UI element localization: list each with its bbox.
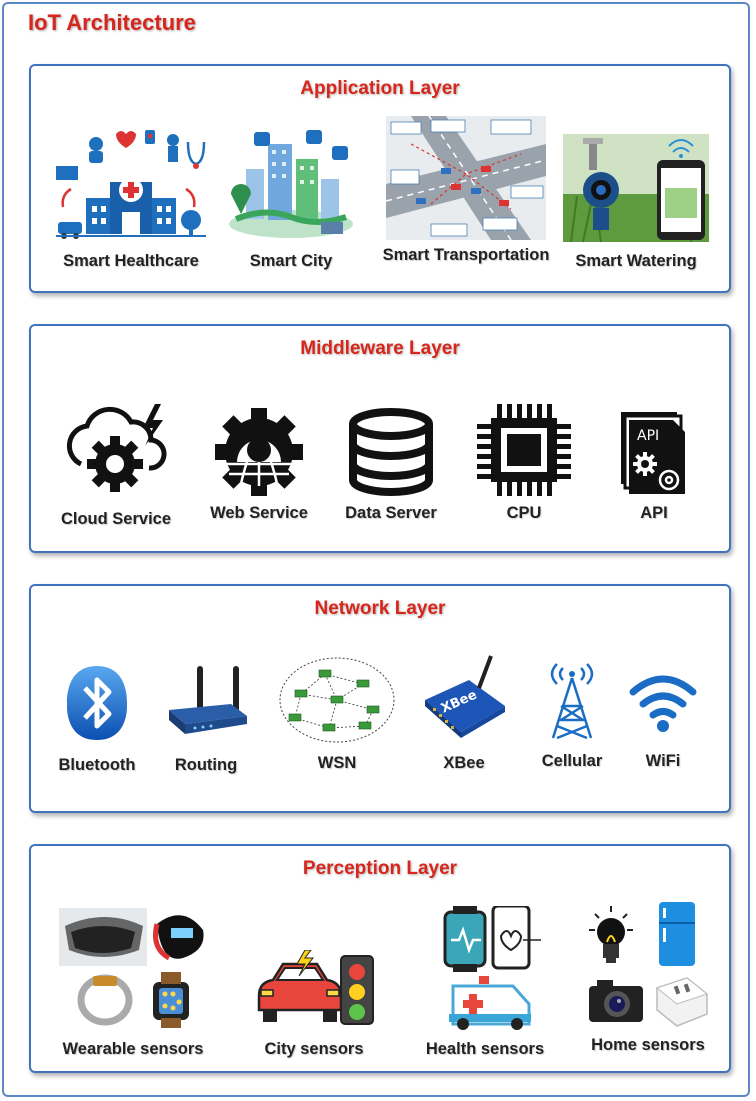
cpu-icon — [477, 404, 571, 496]
item-label: CPU — [506, 504, 542, 522]
api-icon: API — [621, 412, 685, 494]
net-item-cellular: Cellular — [537, 662, 607, 771]
traffic-map-icon — [385, 115, 547, 241]
perc-item-city: City sensors — [249, 950, 379, 1059]
net-item-wifi: WiFi — [627, 672, 699, 771]
database-icon — [349, 408, 433, 496]
layer-title: Application Layer — [300, 78, 460, 99]
middleware-layer: Middleware Layer Cloud Service — [29, 324, 731, 553]
city-icon — [229, 130, 353, 238]
item-label: Home sensors — [591, 1036, 705, 1054]
watering-phone-icon — [563, 134, 709, 243]
item-label: Web Service — [210, 504, 308, 522]
layer-title: Network Layer — [314, 598, 446, 619]
wearables-icon — [59, 908, 204, 1028]
wifi-icon — [629, 675, 697, 732]
perception-layer: Perception Layer Wearable sensors — [29, 844, 731, 1073]
web-gear-icon — [215, 408, 303, 496]
router-icon — [169, 666, 247, 734]
mw-item-cpu: CPU — [475, 404, 573, 523]
health-devices-icon — [443, 906, 541, 1030]
net-item-xbee: XBee XBee — [419, 654, 509, 773]
layer-title: Perception Layer — [302, 858, 458, 879]
perc-item-health: Health sensors — [423, 906, 547, 1059]
item-label: Routing — [174, 756, 238, 774]
mw-item-cloud: Cloud Service — [51, 402, 181, 529]
item-label: Cloud Service — [60, 510, 172, 528]
car-traffic-light-icon — [257, 950, 374, 1025]
net-item-wsn: WSN — [277, 654, 397, 773]
net-item-routing: Routing — [161, 664, 251, 775]
item-label: WiFi — [645, 752, 681, 770]
home-devices-icon — [589, 902, 709, 1027]
mw-item-api: API API — [609, 410, 699, 523]
layer-title: Middleware Layer — [300, 338, 460, 359]
app-item-city: Smart City — [226, 124, 356, 271]
cell-tower-icon — [550, 663, 594, 740]
item-label: Data Server — [345, 504, 437, 522]
application-layer: Application Layer Smart Healthcare — [29, 64, 731, 293]
app-item-watering: Smart Watering — [561, 134, 711, 271]
item-label: API — [640, 504, 668, 522]
xbee-icon: XBee — [425, 655, 505, 738]
cloud-gear-icon — [66, 404, 167, 492]
item-label: Cellular — [541, 752, 603, 770]
item-label: Smart Healthcare — [63, 252, 199, 270]
item-label: City sensors — [264, 1040, 364, 1058]
item-label: WSN — [317, 754, 357, 772]
item-label: Wearable sensors — [62, 1040, 204, 1058]
item-label: Bluetooth — [58, 756, 136, 774]
mw-item-data-server: Data Server — [337, 408, 445, 523]
app-item-healthcare: Smart Healthcare — [56, 124, 206, 271]
network-layer: Network Layer Bluetooth Routing — [29, 584, 731, 813]
mw-item-web: Web Service — [203, 406, 315, 523]
hospital-icon — [56, 130, 206, 239]
page-title: IoT Architecture — [28, 10, 196, 35]
bluetooth-icon — [66, 666, 128, 740]
perc-item-home: Home sensors — [583, 902, 713, 1055]
wsn-icon — [279, 657, 395, 743]
perc-item-wearable: Wearable sensors — [53, 906, 213, 1059]
api-icon-text: API — [637, 428, 659, 444]
item-label: Smart City — [249, 252, 333, 270]
net-item-bluetooth: Bluetooth — [55, 664, 139, 775]
item-label: Health sensors — [425, 1040, 545, 1058]
item-label: XBee — [443, 754, 485, 772]
item-label: Smart Watering — [575, 252, 697, 270]
item-label: Smart Transportation — [382, 246, 550, 264]
app-item-transportation: Smart Transportation — [371, 114, 561, 265]
